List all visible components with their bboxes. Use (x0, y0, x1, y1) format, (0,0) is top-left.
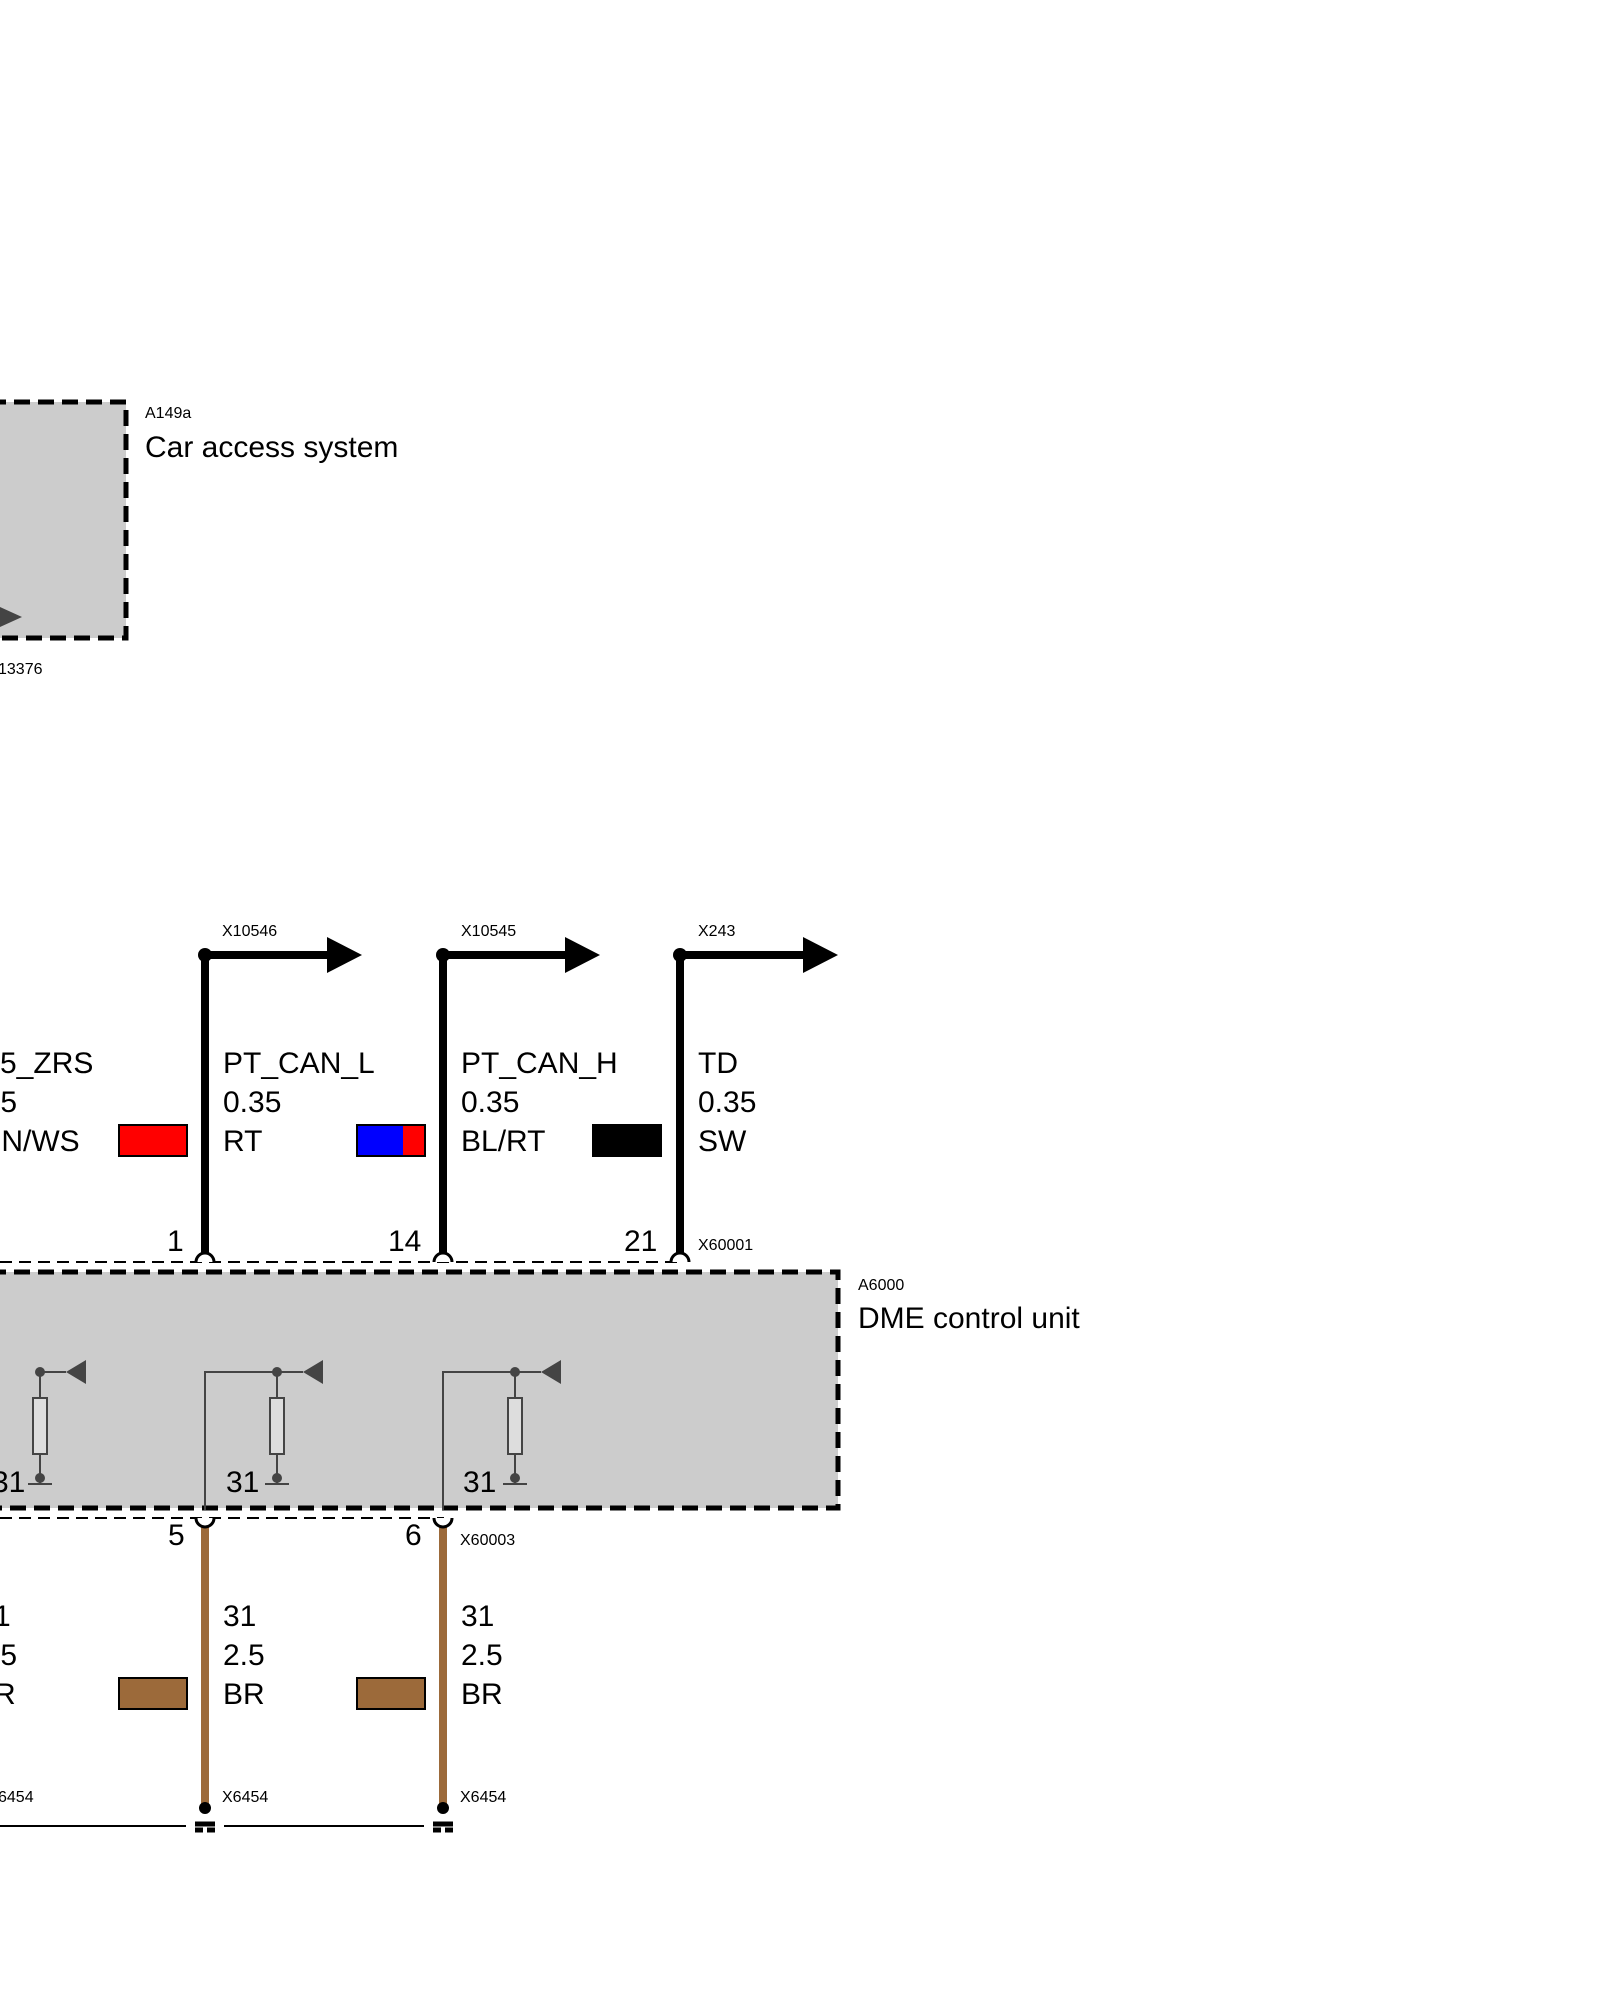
wire-pt-can-l: X10546 PT_CAN_L 0.35 RT 1 (118, 923, 375, 1263)
wire-gauge: 0.35 (461, 1086, 519, 1119)
wire-connector-id: X243 (698, 923, 735, 940)
internal-arrow-icon (303, 1360, 323, 1384)
junction-dot (437, 1802, 449, 1814)
wire-color-swatch (118, 1677, 188, 1710)
wire-signal: 31 (223, 1600, 256, 1633)
wire-color-code: GN/WS (0, 1125, 80, 1158)
internal-arrow-icon (541, 1360, 561, 1384)
wire-color-code: BR (461, 1678, 503, 1711)
pin-terminal (432, 1251, 454, 1263)
cas-connector-partial: 13376 (0, 661, 43, 678)
wire-connector-id: X10546 (222, 923, 277, 940)
wire-signal: PT_CAN_H (461, 1047, 618, 1080)
wire-arrow-icon (565, 937, 600, 973)
ground-connector-id: X6454 (222, 1789, 268, 1806)
dme-module-box (0, 1269, 841, 1511)
wire-signal: 31 (461, 1600, 494, 1633)
wire-gauge: .5 (0, 1086, 17, 1119)
dme-bottom-connector-id: X60003 (460, 1532, 515, 1549)
wire-color-swatch (356, 1124, 426, 1157)
pin-number: 5 (168, 1519, 185, 1552)
wire-color-swatch (118, 1124, 188, 1157)
wire-arrow-icon (803, 937, 838, 973)
ground-label-partial: 31 (0, 1466, 25, 1499)
dme-top-connector-id: X60001 (698, 1237, 753, 1254)
ground-label-2: 31 (226, 1466, 259, 1499)
wire-color-code: BL/RT (461, 1125, 545, 1158)
junction-dot (199, 1802, 211, 1814)
cas-module-box (0, 399, 129, 641)
wire-color-code: BR (223, 1678, 265, 1711)
internal-arrow-icon (66, 1360, 86, 1384)
internal-circuit-1 (28, 1367, 66, 1485)
cas-id: A149a (145, 405, 191, 422)
wire-ground-6: 6 31 2.5 BR X6454 (356, 1517, 506, 1814)
junction-dot (436, 948, 450, 962)
wire-color-swatch (356, 1677, 426, 1710)
ground-label-3: 31 (463, 1466, 496, 1499)
wire-gauge: .5 (0, 1639, 17, 1672)
dme-name: DME control unit (858, 1302, 1080, 1335)
wire-pt-can-h: X10545 PT_CAN_H 0.35 BL/RT 14 (356, 923, 618, 1263)
ground-connector-id: 6454 (0, 1789, 34, 1806)
pin-terminal (194, 1251, 216, 1263)
dme-id: A6000 (858, 1277, 904, 1294)
wire-gauge: 0.35 (698, 1086, 756, 1119)
internal-circuit-3 (442, 1367, 541, 1510)
wire-color-swatch (592, 1124, 662, 1157)
wire-partial-top: 5_ZRS .5 GN/WS (0, 1047, 93, 1158)
wire-color-code: R (0, 1678, 16, 1711)
cas-module: A149a Car access system 13376 (0, 399, 398, 678)
cas-name: Car access system (145, 431, 398, 464)
pin-terminal (669, 1251, 691, 1263)
wire-signal: 5_ZRS (0, 1047, 93, 1080)
wire-color-code: RT (223, 1125, 262, 1158)
pin-terminal (432, 1517, 454, 1529)
wire-arrow-icon (327, 937, 362, 973)
pin-number: 21 (624, 1225, 657, 1258)
junction-dot (198, 948, 212, 962)
pin-number: 1 (167, 1225, 184, 1258)
dme-module: A6000 DME control unit X60001 X60003 31 … (0, 1237, 1080, 1549)
wire-ground-5: 5 31 2.5 BR X6454 (118, 1517, 268, 1814)
wire-signal: TD (698, 1047, 738, 1080)
pin-terminal (194, 1517, 216, 1529)
wire-td: X243 TD 0.35 SW 21 (592, 923, 838, 1263)
pin-number: 14 (388, 1225, 421, 1258)
wire-connector-id: X10545 (461, 923, 516, 940)
wire-gauge: 0.35 (223, 1086, 281, 1119)
wire-gauge: 2.5 (461, 1639, 503, 1672)
internal-circuit-2 (204, 1367, 303, 1510)
wire-signal: PT_CAN_L (223, 1047, 375, 1080)
ground-connector-id: X6454 (460, 1789, 506, 1806)
junction-dot (673, 948, 687, 962)
pin-number: 6 (405, 1519, 422, 1552)
ground-bus (0, 1821, 453, 1833)
wire-partial-bottom: 1 .5 R 6454 (0, 1600, 34, 1806)
wire-gauge: 2.5 (223, 1639, 265, 1672)
wire-signal: 1 (0, 1600, 11, 1633)
cas-output-arrow-icon (0, 607, 22, 627)
wire-color-code: SW (698, 1125, 747, 1158)
